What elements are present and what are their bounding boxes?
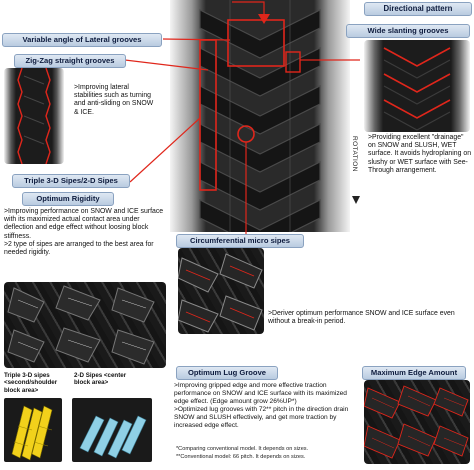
- main-tire-tread: [170, 0, 350, 232]
- zigzag-tire-image: [4, 68, 64, 164]
- zigzag-description: >Improving lateral stabilities such as t…: [74, 84, 154, 116]
- max-edge-tread: [364, 385, 469, 459]
- label-variable-angle: Variable angle of Lateral grooves: [2, 33, 162, 47]
- triple-3d-sipe-diagram: [4, 398, 62, 462]
- label-max-edge: Maximum Edge Amount: [362, 366, 466, 380]
- label-zigzag: Zig-Zag straight grooves: [14, 54, 126, 68]
- micro-sipes-description: >Deriver optimum performance SNOW and IC…: [268, 310, 455, 326]
- max-edge-image: [364, 380, 470, 464]
- micro-sipes-tread: [178, 253, 263, 333]
- micro-sipes-image: [178, 248, 264, 334]
- lug-groove-description: >Improving gripped edge and more effecti…: [174, 382, 349, 429]
- sipes-closeup-image: [4, 282, 166, 368]
- label-triple-sipes: Triple 3-D Sipes/2-D Sipes: [12, 174, 130, 188]
- rigidity-description: >Improving performance on SNOW and ICE s…: [4, 208, 164, 257]
- triple-3d-sipes-caption: Triple 3-D sipes <second/shoulder block …: [4, 372, 58, 394]
- sipes-closeup-tread: [7, 285, 155, 365]
- sipe-3d-icon: [11, 405, 53, 461]
- sipe-2d-icon: [79, 415, 147, 459]
- label-optimum-rigidity: Optimum Rigidity: [22, 192, 114, 206]
- label-wide-slanting: Wide slanting grooves: [346, 24, 470, 38]
- footnote-2: **Conventional model: 66 pitch. It depen…: [176, 454, 306, 460]
- wide-slanting-description: >Providing excellent "drainage" on SNOW …: [368, 134, 472, 174]
- main-tire-image: [160, 0, 360, 232]
- wide-slanting-tread-icon: [383, 47, 451, 131]
- rotation-arrow-icon: [352, 196, 360, 204]
- label-directional-pattern: Directional pattern: [364, 2, 472, 16]
- zigzag-tread-icon: [17, 68, 51, 164]
- footnote-1: *Comparing conventional model. It depend…: [176, 446, 309, 452]
- 2d-sipes-caption: 2-D Sipes <center block area>: [74, 372, 127, 387]
- 2d-sipe-diagram: [72, 398, 152, 462]
- wide-slanting-tire-image: [364, 40, 470, 132]
- label-optimum-lug: Optimum Lug Groove: [176, 366, 278, 380]
- label-circumferential: Circumferential micro sipes: [176, 234, 304, 248]
